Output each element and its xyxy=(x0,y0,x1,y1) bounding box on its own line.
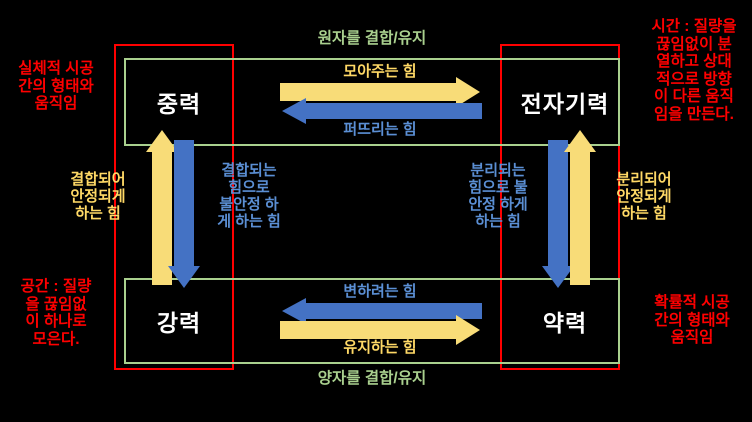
arrow-label-left-blue: 결합되는 힘으로 불안정 하 게 하는 힘 xyxy=(217,162,281,230)
force-label-strong: 강력 xyxy=(156,310,202,336)
arrow-left-yellow-up xyxy=(146,130,178,285)
arrow-shaft xyxy=(174,140,194,268)
force-box-weak[interactable]: 약력 xyxy=(510,278,620,364)
caption-top-atom-binding: 원자를 결합/유지 xyxy=(317,30,427,47)
arrow-bottom-yellow-right xyxy=(280,315,480,345)
arrow-shaft xyxy=(548,140,568,268)
arrow-label-right-yellow: 분리되어 안정되게 하는 힘 xyxy=(616,171,672,222)
force-box-electromagnetic[interactable]: 전자기력 xyxy=(510,58,620,146)
arrow-head xyxy=(282,98,306,124)
top-green-frame xyxy=(124,58,620,146)
arrow-head xyxy=(146,130,178,152)
arrow-head xyxy=(168,266,200,288)
force-label-gravity: 중력 xyxy=(156,91,202,117)
corner-text-top-right: 시간 : 질량을 끊임없이 분 열하고 상대 적으로 방향 이 다른 움직 임을… xyxy=(651,18,737,123)
arrow-label-right-blue: 분리되는 힘으로 불 안정 하게 하는 힘 xyxy=(468,162,528,230)
left-red-frame xyxy=(114,44,234,370)
right-red-frame xyxy=(500,44,620,370)
arrow-shaft xyxy=(304,303,482,319)
corner-text-bottom-right: 확률적 시공 간의 형태와 움직임 xyxy=(654,294,730,346)
corner-text-bottom-left: 공간 : 질량 을 끊임없 이 하나로 모은다. xyxy=(20,278,92,348)
bottom-green-frame xyxy=(124,278,620,364)
arrow-bottom-blue-left xyxy=(282,298,482,324)
arrow-head xyxy=(542,266,574,288)
arrow-label-bottom-blue: 변하려는 힘 xyxy=(343,283,417,300)
arrow-head xyxy=(564,130,596,152)
arrow-shaft xyxy=(570,150,590,285)
arrow-shaft xyxy=(304,103,482,119)
arrow-top-blue-left xyxy=(282,98,482,124)
arrow-head xyxy=(456,77,480,107)
caption-bottom-quark-binding: 양자를 결합/유지 xyxy=(317,370,427,387)
force-box-strong[interactable]: 강력 xyxy=(124,278,234,364)
arrow-shaft xyxy=(280,83,458,101)
arrow-label-left-yellow: 결합되어 안정되게 하는 힘 xyxy=(70,171,126,222)
arrow-shaft xyxy=(152,150,172,285)
arrow-head xyxy=(282,298,306,324)
arrow-top-yellow-right xyxy=(280,77,480,107)
arrow-label-bottom-yellow: 유지하는 힘 xyxy=(343,339,417,356)
arrow-label-top-blue: 퍼뜨리는 힘 xyxy=(343,121,417,138)
force-box-gravity[interactable]: 중력 xyxy=(124,58,234,146)
arrow-head xyxy=(456,315,480,345)
corner-text-top-left: 실체적 시공 간의 형태와 움직임 xyxy=(18,60,94,112)
arrow-label-top-yellow: 모아주는 힘 xyxy=(343,63,417,80)
arrow-shaft xyxy=(280,321,458,339)
arrow-left-blue-down xyxy=(168,140,200,288)
arrow-right-yellow-up xyxy=(564,130,596,285)
force-label-weak: 약력 xyxy=(542,310,588,336)
arrow-right-blue-down xyxy=(542,140,574,288)
force-label-electromagnetic: 전자기력 xyxy=(520,91,610,117)
